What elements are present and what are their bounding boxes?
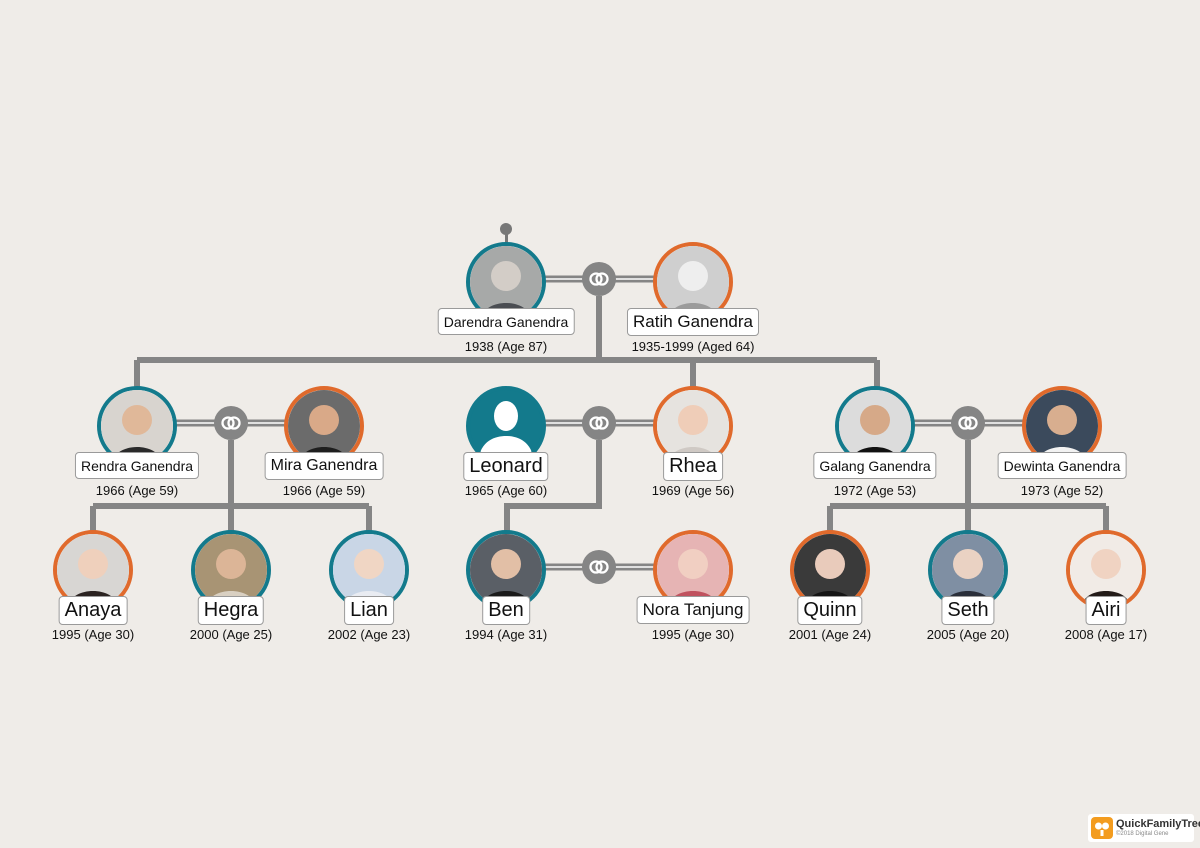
person-name: Lian	[344, 596, 394, 625]
person-card-rendra[interactable]: Rendra Ganendra 1966 (Age 59)	[37, 386, 237, 506]
avatar[interactable]	[466, 530, 546, 610]
person-dates: 1969 (Age 56)	[651, 483, 735, 498]
person-dates: 1965 (Age 60)	[464, 483, 548, 498]
person-dates: 1995 (Age 30)	[51, 627, 135, 642]
person-card-hegra[interactable]: Hegra 2000 (Age 25)	[131, 530, 331, 650]
root-pin-icon[interactable]	[500, 223, 512, 235]
person-card-quinn[interactable]: Quinn 2001 (Age 24)	[730, 530, 930, 650]
person-dates: 2002 (Age 23)	[327, 627, 411, 642]
person-dates: 2008 (Age 17)	[1064, 627, 1148, 642]
person-name: Airi	[1085, 596, 1127, 625]
person-name: Rendra Ganendra	[74, 452, 200, 479]
person-card-ben[interactable]: Ben 1994 (Age 31)	[406, 530, 606, 650]
person-dates: 1994 (Age 31)	[464, 627, 548, 642]
person-name: Galang Ganendra	[813, 452, 937, 479]
person-card-leonard[interactable]: Leonard 1965 (Age 60)	[406, 386, 606, 506]
brand-copyright: ©2018 Digital Gene	[1116, 831, 1169, 837]
union-knot-icon[interactable]	[582, 406, 616, 440]
person-name: Darendra Ganendra	[437, 308, 575, 335]
person-card-dewinta[interactable]: Dewinta Ganendra 1973 (Age 52)	[962, 386, 1162, 506]
person-card-darendra[interactable]: Darendra Ganendra 1938 (Age 87)	[406, 242, 606, 362]
person-card-ratih[interactable]: Ratih Ganendra 1935-1999 (Aged 64)	[593, 242, 793, 362]
person-card-seth[interactable]: Seth 2005 (Age 20)	[868, 530, 1068, 650]
person-dates: 1966 (Age 59)	[95, 483, 179, 498]
brand-name: QuickFamilyTree	[1116, 818, 1200, 830]
person-name: Ratih Ganendra	[626, 308, 760, 336]
union-knot-icon[interactable]	[214, 406, 248, 440]
person-card-nora[interactable]: Nora Tanjung 1995 (Age 30)	[593, 530, 793, 650]
person-dates: 1938 (Age 87)	[464, 339, 548, 354]
person-dates: 1972 (Age 53)	[833, 483, 917, 498]
person-name: Nora Tanjung	[636, 596, 750, 624]
avatar[interactable]	[191, 530, 271, 610]
person-dates: 2000 (Age 25)	[189, 627, 273, 642]
person-dates: 1973 (Age 52)	[1020, 483, 1104, 498]
person-name: Hegra	[197, 596, 265, 625]
person-card-galang[interactable]: Galang Ganendra 1972 (Age 53)	[775, 386, 975, 506]
app-logo-icon	[1091, 817, 1113, 839]
brand-badge[interactable]: QuickFamilyTree ©2018 Digital Gene	[1088, 814, 1200, 842]
person-name: Leonard	[463, 452, 549, 481]
avatar[interactable]	[653, 386, 733, 466]
union-knot-icon[interactable]	[582, 262, 616, 296]
person-card-mira[interactable]: Mira Ganendra 1966 (Age 59)	[224, 386, 424, 506]
person-name: Ben	[482, 596, 530, 625]
person-dates: 2005 (Age 20)	[926, 627, 1010, 642]
root-pin-stem	[505, 232, 508, 244]
person-card-lian[interactable]: Lian 2002 (Age 23)	[269, 530, 469, 650]
person-name: Seth	[941, 596, 995, 625]
person-name: Rhea	[663, 452, 723, 481]
person-dates: 1995 (Age 30)	[651, 627, 735, 642]
person-card-rhea[interactable]: Rhea 1969 (Age 56)	[593, 386, 793, 506]
union-knot-icon[interactable]	[582, 550, 616, 584]
person-dates: 2001 (Age 24)	[788, 627, 872, 642]
person-name: Quinn	[797, 596, 863, 625]
person-dates: 1935-1999 (Aged 64)	[631, 339, 755, 354]
union-knot-icon[interactable]	[951, 406, 985, 440]
person-card-anaya[interactable]: Anaya 1995 (Age 30)	[0, 530, 193, 650]
person-name: Dewinta Ganendra	[997, 452, 1127, 479]
person-name: Anaya	[58, 596, 128, 625]
person-card-airi[interactable]: Airi 2008 (Age 17)	[1006, 530, 1200, 650]
person-dates: 1966 (Age 59)	[282, 483, 366, 498]
person-name: Mira Ganendra	[264, 452, 384, 480]
avatar[interactable]	[284, 386, 364, 466]
